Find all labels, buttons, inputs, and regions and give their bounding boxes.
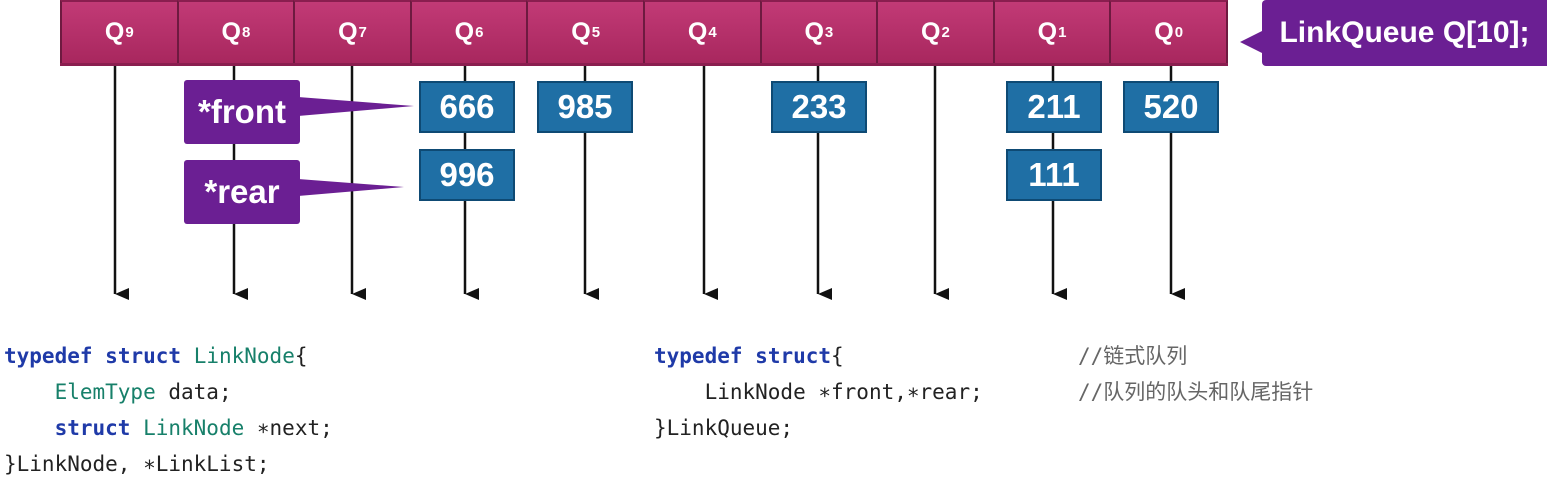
cell-index: 9 — [125, 24, 134, 41]
node-q3-233: 233 — [771, 81, 867, 133]
front-pointer: *front — [184, 80, 300, 144]
cell-label: Q — [571, 18, 591, 46]
cell-index: 4 — [708, 24, 717, 41]
code-type: LinkNode — [143, 416, 245, 440]
rear-pointer: *rear — [184, 160, 300, 224]
cell-label: Q — [1037, 18, 1058, 46]
code-keyword: struct — [755, 344, 832, 368]
rear-pointer-tail — [298, 179, 404, 196]
code-text: { — [831, 344, 844, 368]
code-text: ∗next; — [244, 416, 333, 440]
front-pointer-tail — [298, 97, 414, 116]
code-text: LinkNode ∗front,∗rear; — [704, 380, 983, 404]
code-text: data; — [155, 380, 232, 404]
node-q6-666: 666 — [419, 81, 515, 133]
cell-label: Q — [338, 18, 358, 46]
cell-label: Q — [921, 18, 941, 46]
cell-index: 1 — [1058, 24, 1067, 41]
node-q1-111: 111 — [1006, 149, 1102, 201]
code-type: LinkNode — [193, 344, 295, 368]
type-label-pointer — [1240, 30, 1264, 54]
cell-label: Q — [104, 18, 125, 46]
type-label: LinkQueue Q[10]; — [1262, 0, 1547, 66]
cell-label: Q — [1154, 18, 1174, 46]
code-linknode: typedef struct LinkNode{ ElemType data; … — [4, 338, 333, 482]
code-text: { — [294, 344, 308, 368]
cell-label: Q — [804, 18, 824, 46]
cell-label: Q — [221, 18, 241, 46]
cell-index: 7 — [358, 24, 367, 41]
code-keyword: typedef — [654, 344, 743, 368]
node-q5-985: 985 — [537, 81, 633, 133]
code-keyword: struct — [105, 344, 182, 368]
code-text: }LinkNode, ∗LinkList; — [4, 452, 270, 476]
node-q1-211: 211 — [1006, 81, 1102, 133]
node-q0-520: 520 — [1123, 81, 1219, 133]
code-keyword: struct — [54, 416, 131, 440]
code-linkqueue: typedef struct{ LinkNode ∗front,∗rear; }… — [654, 338, 983, 446]
cell-index: 5 — [591, 24, 601, 41]
code-text: }LinkQueue; — [654, 416, 794, 440]
cell-index: 3 — [824, 24, 834, 41]
cell-label: Q — [687, 18, 708, 46]
cell-index: 8 — [241, 24, 251, 41]
code-type: ElemType — [54, 380, 156, 404]
code-comment-front-rear: //队列的队头和队尾指针 — [1078, 380, 1314, 404]
cell-label: Q — [454, 18, 475, 46]
code-keyword: typedef — [4, 344, 93, 368]
cell-index: 6 — [475, 24, 484, 41]
code-comment-linked-queue: //链式队列 — [1078, 344, 1188, 368]
node-q6-996: 996 — [419, 149, 515, 201]
cell-index: 2 — [941, 24, 950, 41]
cell-index: 0 — [1174, 24, 1184, 41]
